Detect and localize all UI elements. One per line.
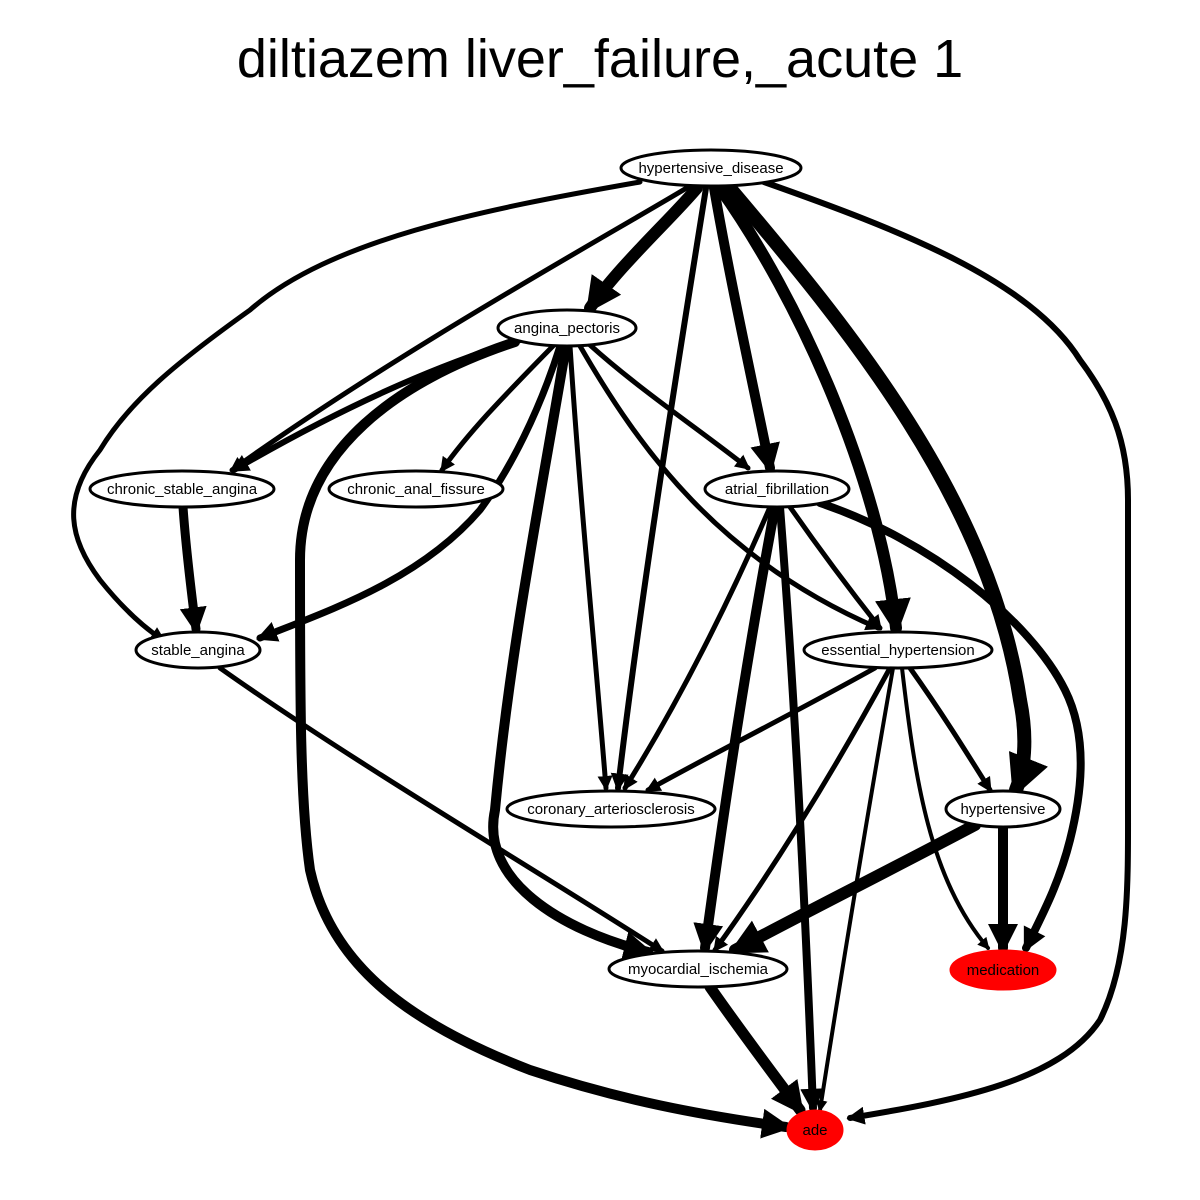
- node-shape-essential_hypertension: [802, 630, 994, 670]
- edge-hypertensive_disease-to-coronary_arteriosclerosis: [610, 185, 709, 792]
- node-shape-medication: [949, 949, 1057, 991]
- node-label-coronary_arteriosclerosis: coronary_arteriosclerosis: [527, 801, 695, 818]
- node-atrial_fibrillation: atrial_fibrillation: [703, 469, 851, 509]
- edge-layer: [71, 179, 1132, 1139]
- edge-hypertensive_disease-to-atrial_fibrillation: [709, 183, 780, 474]
- node-label-hypertensive: hypertensive: [960, 801, 1045, 818]
- node-hypertensive: hypertensive: [944, 789, 1062, 829]
- node-shape-hypertensive: [944, 789, 1062, 829]
- edge-atrial_fibrillation-to-medication: [816, 499, 1085, 953]
- node-medication: medication: [949, 949, 1057, 991]
- node-layer: hypertensive_disease angina_pectorischron…: [88, 148, 1062, 1151]
- edge-myocardial_ischemia-to-ade: [704, 981, 806, 1116]
- edge-atrial_fibrillation-to-essential_hypertension: [787, 504, 883, 631]
- edge-hypertensive_disease-to-essential_hypertension: [714, 182, 911, 636]
- edge-hypertensive_disease-to-stable_angina: [71, 179, 643, 643]
- edge-hypertensive_disease-to-chronic_stable_angina: [229, 183, 693, 473]
- edge-angina_pectoris-to-chronic_anal_fissure: [439, 343, 556, 473]
- node-label-hypertensive_disease: hypertensive_disease: [638, 160, 783, 177]
- edge-stable_angina-to-myocardial_ischemia: [217, 665, 665, 954]
- edge-angina_pectoris-to-ade: [294, 337, 792, 1139]
- node-label-myocardial_ischemia: myocardial_ischemia: [628, 961, 769, 978]
- node-shape-ade: [786, 1109, 844, 1151]
- node-label-chronic_anal_fissure: chronic_anal_fissure: [347, 481, 485, 498]
- node-shape-myocardial_ischemia: [607, 949, 789, 989]
- node-angina_pectoris: angina_pectoris: [496, 308, 638, 348]
- node-shape-atrial_fibrillation: [703, 469, 851, 509]
- edge-atrial_fibrillation-to-coronary_arteriosclerosis: [622, 504, 773, 791]
- node-coronary_arteriosclerosis: coronary_arteriosclerosis: [505, 789, 717, 829]
- edge-angina_pectoris-to-essential_hypertension: [577, 343, 881, 631]
- edge-hypertensive_disease-to-angina_pectoris: [584, 182, 703, 314]
- node-shape-angina_pectoris: [496, 308, 638, 348]
- edge-angina_pectoris-to-myocardial_ischemia: [488, 341, 654, 961]
- node-essential_hypertension: essential_hypertension: [802, 630, 994, 670]
- edge-angina_pectoris-to-coronary_arteriosclerosis: [567, 343, 613, 791]
- node-shape-coronary_arteriosclerosis: [505, 789, 717, 829]
- edge-atrial_fibrillation-to-ade: [776, 503, 825, 1113]
- node-shape-chronic_stable_angina: [88, 469, 276, 509]
- node-chronic_anal_fissure: chronic_anal_fissure: [327, 469, 505, 509]
- edge-atrial_fibrillation-to-myocardial_ischemia: [693, 502, 780, 954]
- node-label-essential_hypertension: essential_hypertension: [821, 642, 974, 659]
- node-label-angina_pectoris: angina_pectoris: [514, 320, 620, 337]
- edge-essential_hypertension-to-medication: [900, 666, 990, 950]
- node-hypertensive_disease: hypertensive_disease: [619, 148, 803, 188]
- edge-hypertensive_disease-to-ade: [761, 179, 1132, 1125]
- graph-title: diltiazem liver_failure,_acute 1: [236, 29, 964, 89]
- node-myocardial_ischemia: myocardial_ischemia: [607, 949, 789, 989]
- node-shape-stable_angina: [134, 630, 262, 670]
- node-label-stable_angina: stable_angina: [151, 642, 245, 659]
- node-label-atrial_fibrillation: atrial_fibrillation: [725, 481, 829, 498]
- node-shape-chronic_anal_fissure: [327, 469, 505, 509]
- edge-essential_hypertension-to-myocardial_ischemia: [712, 665, 893, 953]
- edge-hypertensive-to-myocardial_ischemia: [728, 819, 981, 956]
- node-ade: ade: [786, 1109, 844, 1151]
- edge-angina_pectoris-to-stable_angina: [256, 342, 564, 642]
- edge-essential_hypertension-to-hypertensive: [907, 665, 993, 793]
- node-chronic_stable_angina: chronic_stable_angina: [88, 469, 276, 509]
- node-label-medication: medication: [967, 962, 1040, 979]
- edge-hypertensive_disease-to-hypertensive: [721, 179, 1048, 798]
- node-label-ade: ade: [802, 1122, 827, 1139]
- node-shape-hypertensive_disease: [619, 148, 803, 188]
- edge-essential_hypertension-to-ade: [815, 666, 895, 1113]
- node-stable_angina: stable_angina: [134, 630, 262, 670]
- edge-angina_pectoris-to-atrial_fibrillation: [587, 342, 751, 471]
- edge-essential_hypertension-to-coronary_arteriosclerosis: [645, 665, 878, 793]
- edge-chronic_stable_angina-to-stable_angina: [178, 502, 207, 635]
- node-label-chronic_stable_angina: chronic_stable_angina: [107, 481, 258, 498]
